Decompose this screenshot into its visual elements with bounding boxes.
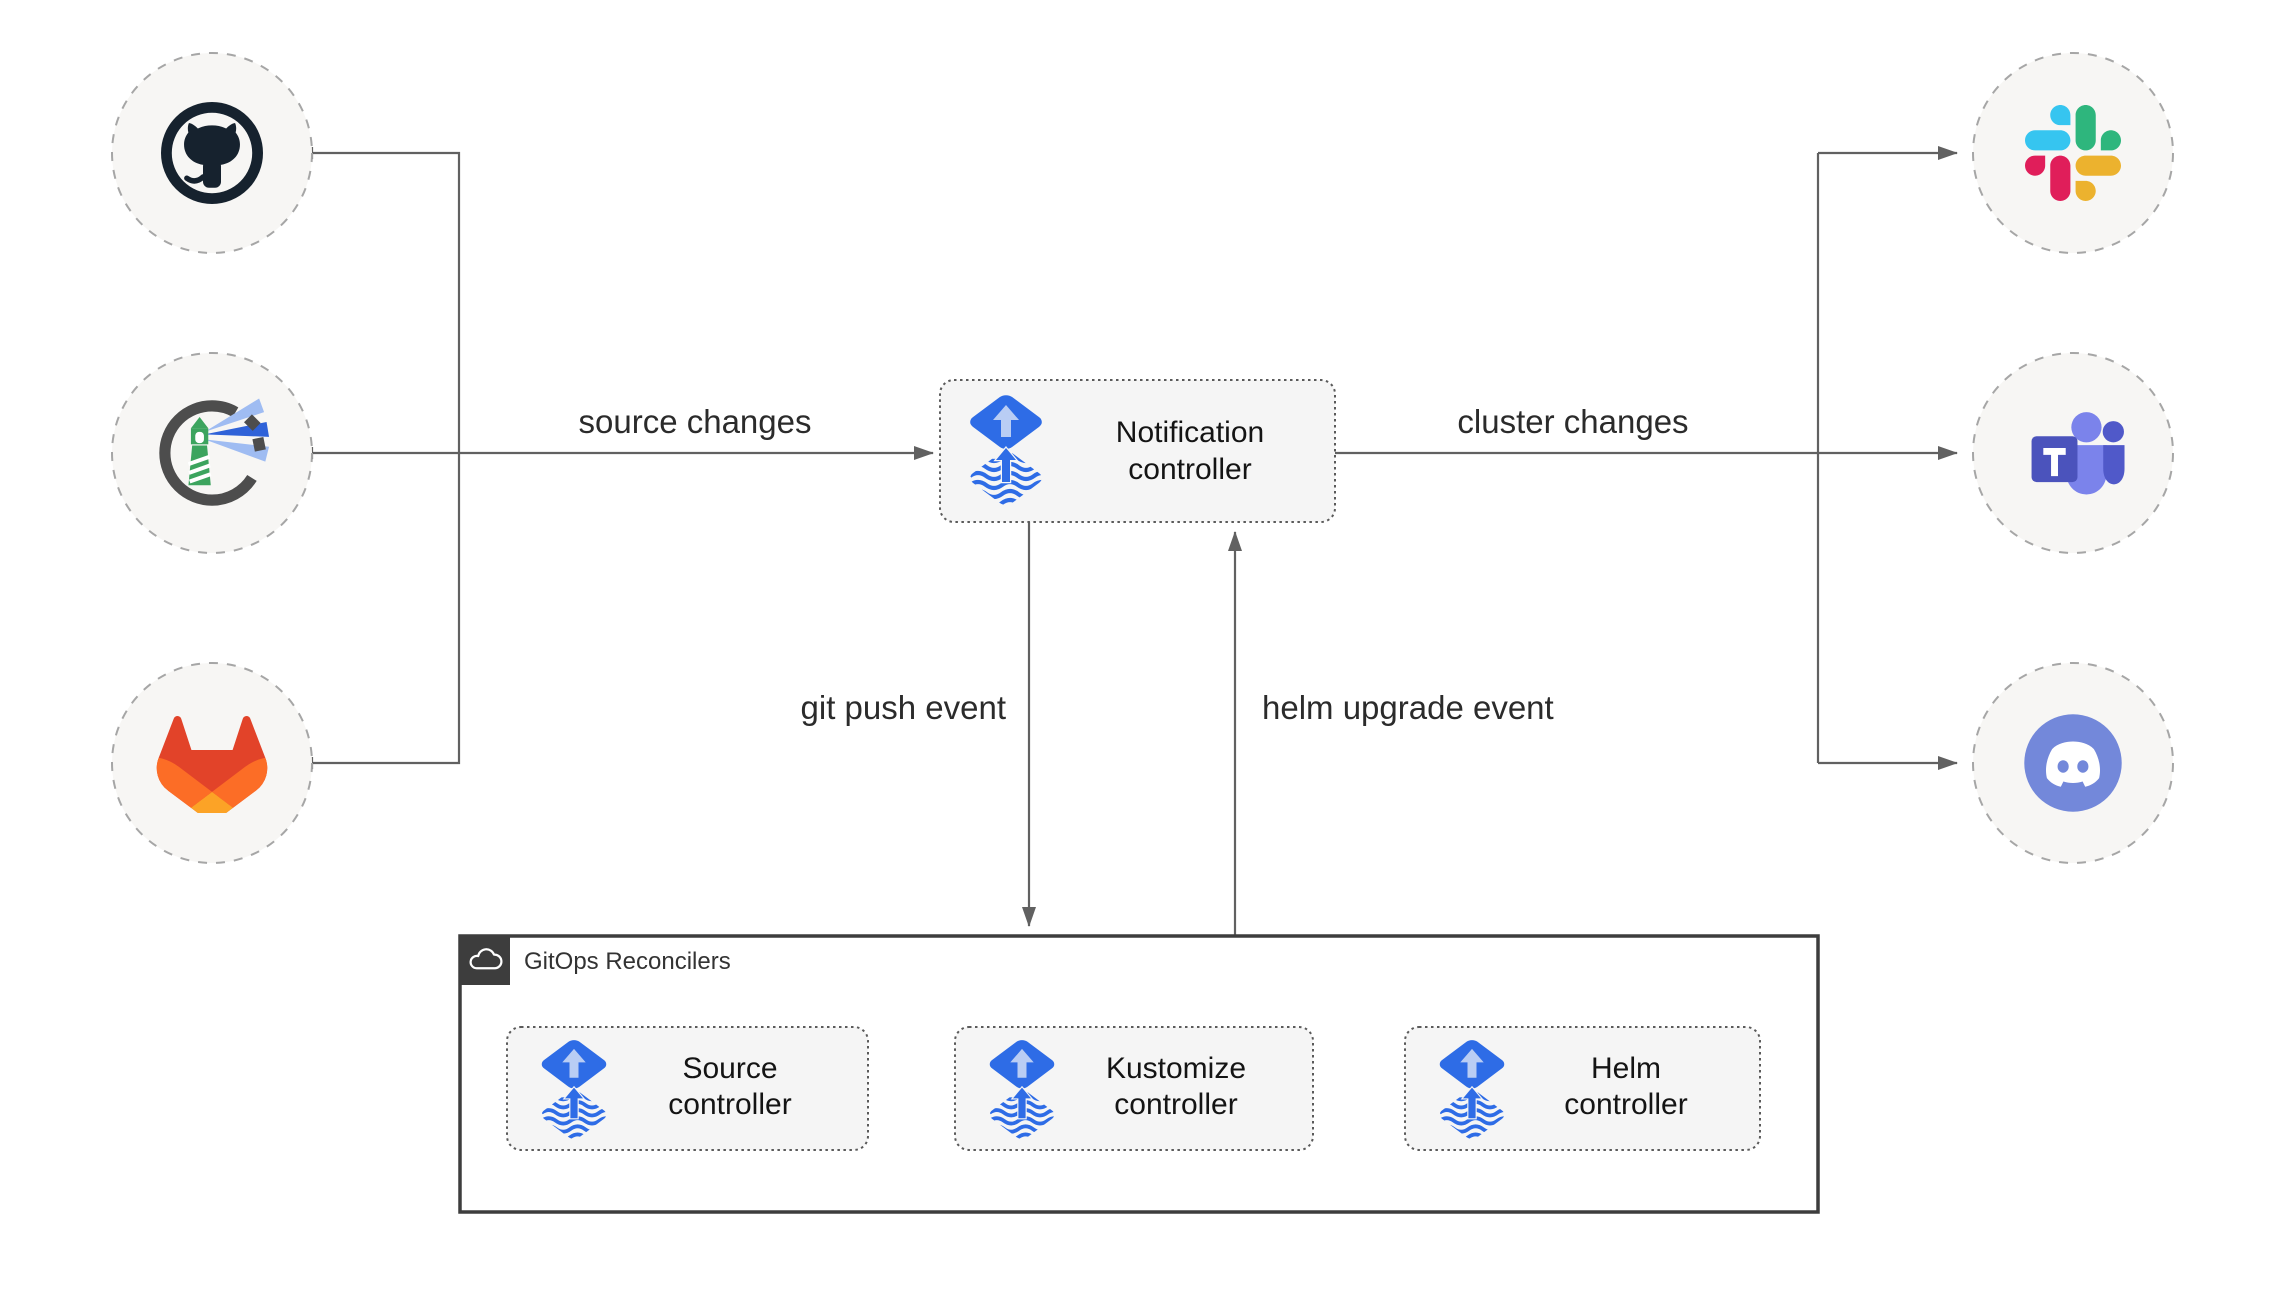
- helm-controller-label: controller: [1564, 1088, 1687, 1121]
- helm-upgrade-event-label: helm upgrade event: [1262, 689, 1554, 726]
- discord-icon: [2024, 714, 2122, 812]
- notification-controller-node: Notification controller: [939, 379, 1336, 523]
- endpoint-slack: [1972, 52, 2174, 254]
- container-tab: [460, 936, 510, 985]
- kustomize-controller-label: Kustomize: [1106, 1052, 1246, 1085]
- source-controller-node: Source controller: [506, 1026, 869, 1151]
- helm-controller-node: Helm controller: [1404, 1026, 1761, 1151]
- endpoint-gitlab: [111, 662, 313, 864]
- kustomize-controller-node: Kustomize controller: [954, 1026, 1314, 1151]
- left-bus-connector: [312, 151, 461, 765]
- gitops-reconcilers-title: GitOps Reconcilers: [524, 948, 731, 975]
- source-controller-label: controller: [668, 1088, 791, 1121]
- endpoint-discord: [1972, 662, 2174, 864]
- source-changes-label: source changes: [579, 403, 812, 440]
- gitops-reconcilers-container: GitOps Reconcilers Source controller Kus…: [458, 934, 1820, 1214]
- source-controller-label: Source: [682, 1052, 777, 1085]
- endpoint-harbor: [111, 352, 313, 554]
- endpoint-github: [111, 52, 313, 254]
- git-push-event-label: git push event: [801, 689, 1006, 726]
- endpoint-microsoft-teams: [1972, 352, 2174, 554]
- notification-controller-label: Notification: [1116, 416, 1264, 449]
- notification-controller-label: controller: [1128, 453, 1251, 486]
- helm-controller-label: Helm: [1591, 1052, 1661, 1085]
- kustomize-controller-label: controller: [1114, 1088, 1237, 1121]
- cluster-changes-label: cluster changes: [1457, 403, 1688, 440]
